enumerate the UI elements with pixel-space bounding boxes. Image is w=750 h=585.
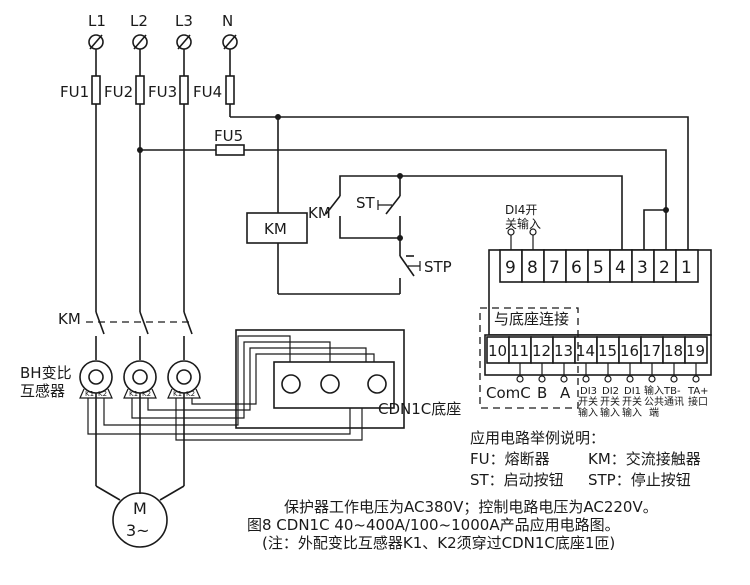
fuse-label-fu5: FU5: [214, 127, 243, 145]
terminal-7: 7: [549, 258, 560, 278]
legend-fu: FU：熔断器: [470, 450, 550, 468]
label-ta-2: 接口: [688, 395, 708, 408]
phase-label-l3: L3: [175, 12, 193, 30]
phase-label-l2: L2: [130, 12, 148, 30]
label-di3-3: 输入: [578, 406, 598, 419]
legend-stp: STP：停止按钮: [588, 471, 691, 489]
phase-wires: [91, 49, 235, 312]
phase-label-n: N: [222, 12, 233, 30]
ct-secondary-wiring: [87, 335, 375, 441]
terminal-13: 13: [554, 342, 573, 360]
legend-title: 应用电路举例说明：: [470, 429, 605, 447]
current-transformers: [79, 360, 201, 486]
terminal-15: 15: [598, 342, 617, 360]
main-contactor: [86, 311, 193, 360]
fuse-label-fu3: FU3: [148, 83, 177, 101]
di4-label-line2: 关输入: [505, 216, 541, 231]
terminal-18: 18: [664, 342, 683, 360]
label-common-1: 输入: [644, 384, 664, 397]
motor-letter: M: [133, 499, 147, 518]
phase-label-l1: L1: [88, 12, 106, 30]
terminal-2: 2: [659, 258, 670, 278]
note-voltage: 保护器工作电压为AC380V；控制电路电压为AC220V。: [284, 498, 658, 516]
fuse-label-fu1: FU1: [60, 83, 89, 101]
start-stop-circuit: [325, 173, 623, 294]
label-common-2: 公共: [644, 396, 664, 408]
terminal-6: 6: [571, 258, 582, 278]
terminal-5: 5: [593, 258, 604, 278]
control-supply-wire: FU5: [137, 127, 667, 250]
terminal-3-wire: [643, 207, 669, 250]
label-di1-1: DI1: [624, 386, 641, 397]
di4-label-line1: DI4开: [505, 203, 537, 217]
contactor-coil-label: KM: [264, 220, 287, 238]
terminal-1: 1: [681, 258, 692, 278]
ct1-k1: K1: [85, 390, 94, 398]
bottom-terminal-strip: [479, 307, 712, 409]
contactor-coil: [246, 212, 308, 244]
contactor-contact-label: KM: [308, 204, 331, 222]
figure-caption: 图8 CDN1C 40~400A/100~1000A产品应用电路图。: [247, 516, 620, 534]
motor-phase: 3~: [126, 521, 150, 540]
cdn1c-base: [235, 329, 405, 429]
terminal-8: 8: [527, 258, 538, 278]
fuse-label-fu2: FU2: [104, 83, 133, 101]
stop-button-label: STP: [424, 258, 452, 276]
neutral-wire: [230, 116, 689, 250]
main-contactor-label: KM: [58, 310, 81, 328]
terminal-11: 11: [510, 342, 529, 360]
terminal-16: 16: [620, 342, 639, 360]
ct-terminal-labels: K1 K2 K1 K2 K1 K2: [85, 390, 195, 398]
ct2-k2: K2: [142, 390, 151, 398]
terminal-9: 9: [505, 258, 516, 278]
ct-label-line1: BH变比: [20, 364, 72, 382]
label-tb-1: TB-: [663, 386, 681, 397]
contactor-coil-branch: [246, 114, 400, 295]
ct1-k2: K2: [98, 390, 107, 398]
label-di2-3: 输入: [600, 406, 620, 419]
supply-terminals: [88, 34, 238, 50]
label-comc: ComC: [486, 384, 531, 402]
label-tb-2: 通讯: [664, 396, 684, 408]
terminal-17: 17: [642, 342, 661, 360]
label-b: B: [537, 384, 547, 402]
fuse-label-fu4: FU4: [193, 83, 222, 101]
ct-label-line2: 互感器: [20, 382, 65, 400]
ct2-k1: K1: [129, 390, 138, 398]
terminal-10: 10: [488, 342, 507, 360]
label-di2-1: DI2: [602, 386, 619, 397]
terminal-14: 14: [576, 342, 595, 360]
bottom-terminal-pins: [516, 363, 700, 383]
base-label: CDN1C底座: [378, 400, 461, 418]
note-ct-wiring: (注：外配变比互感器K1、K2须穿过CDN1C底座1匝): [262, 534, 615, 552]
start-button-label: ST: [356, 194, 376, 212]
ct3-k2: K2: [186, 390, 195, 398]
motor: [95, 485, 185, 548]
ct3-k1: K1: [173, 390, 182, 398]
label-di2-2: 开关: [600, 395, 620, 408]
terminal-3: 3: [637, 258, 648, 278]
connect-to-base-label: 与底座连接: [494, 310, 569, 328]
label-di1-3: 输入: [622, 406, 642, 419]
label-a: A: [560, 384, 571, 402]
di4-input: [507, 228, 537, 250]
legend-st: ST：启动按钮: [470, 471, 564, 489]
terminal-12: 12: [532, 342, 551, 360]
terminal-4: 4: [615, 258, 626, 278]
label-di3-1: DI3: [580, 386, 597, 397]
top-terminal-strip: [488, 249, 712, 336]
label-di1-2: 开关: [622, 395, 642, 408]
label-ta-1: TA+: [687, 386, 709, 397]
label-di3-2: 开关: [578, 395, 598, 408]
label-common-3: 端: [649, 406, 659, 419]
terminal-19: 19: [686, 342, 705, 360]
legend-km: KM：交流接触器: [588, 450, 701, 468]
